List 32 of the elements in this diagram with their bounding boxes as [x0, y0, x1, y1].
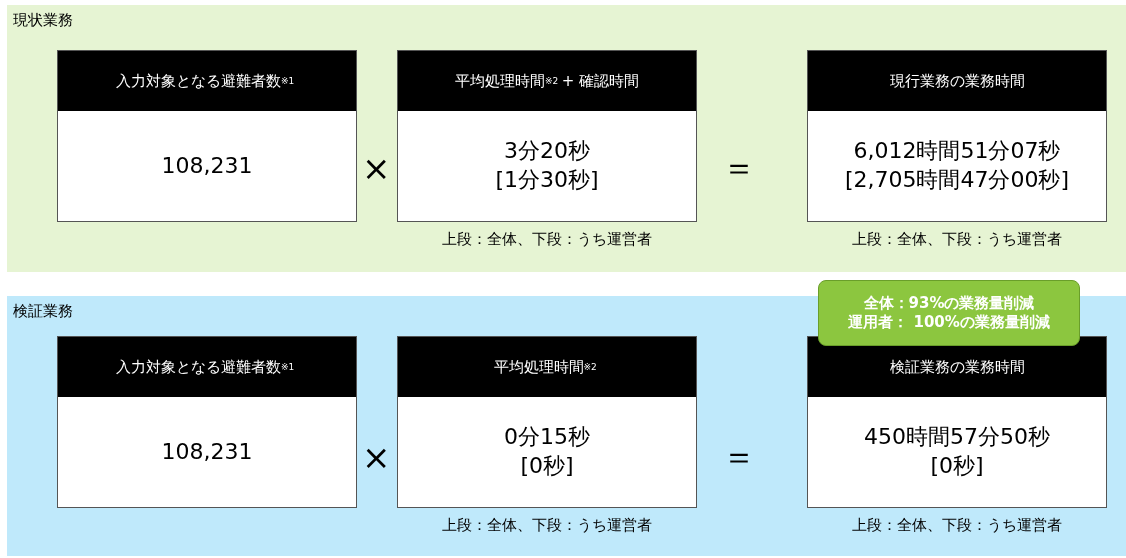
- equals-sign: ＝: [722, 435, 756, 478]
- value-card: [57, 50, 357, 222]
- section-title: 現状業務: [13, 11, 73, 30]
- value-card: [397, 50, 697, 222]
- card-value: 3分20秒 [1分30秒]: [495, 137, 599, 194]
- card-header: 平均処理時間$^{※2}$: [398, 337, 696, 397]
- multiply-sign: ×: [362, 148, 391, 188]
- card-value: 6,012時間51分07秒 [2,705時間47分00秒]: [844, 137, 1070, 194]
- card-caption: 上段：全体、下段：うち運営者: [852, 230, 1062, 249]
- value-card: [807, 336, 1107, 508]
- card-caption: 上段：全体、下段：うち運営者: [852, 516, 1062, 535]
- section-title: 検証業務: [13, 302, 73, 321]
- multiply-sign: ×: [362, 437, 391, 477]
- card-header: 現行業務の業務時間: [808, 51, 1106, 111]
- card-value: 450時間57分50秒 [0秒]: [864, 423, 1050, 480]
- value-card: [397, 336, 697, 508]
- card-caption: 上段：全体、下段：うち運営者: [442, 516, 652, 535]
- callout-text: 全体：93%の業務量削減: [863, 294, 1035, 313]
- card-header: 平均処理時間$^{※2}$ + 確認時間: [398, 51, 696, 111]
- equals-sign: ＝: [722, 146, 756, 189]
- section-panel: [7, 5, 1126, 272]
- callout-text: 運用者： 100%の業務量削減: [848, 313, 1050, 332]
- card-value: 0分15秒 [0秒]: [504, 423, 590, 480]
- section-panel: [7, 296, 1126, 556]
- value-card: [807, 50, 1107, 222]
- card-header: 入力対象となる避難者数$^{※1}$: [58, 51, 356, 111]
- card-value: 108,231: [161, 437, 253, 466]
- callout-box: [818, 280, 1080, 346]
- value-card: [57, 336, 357, 508]
- card-value: 108,231: [161, 151, 253, 180]
- card-header: 入力対象となる避難者数$^{※1}$: [58, 337, 356, 397]
- card-caption: 上段：全体、下段：うち運営者: [442, 230, 652, 249]
